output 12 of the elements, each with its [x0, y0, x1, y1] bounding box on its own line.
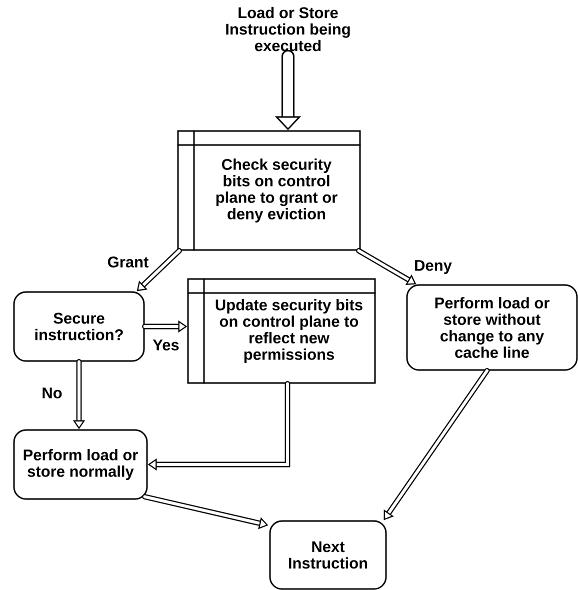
edge-label: Deny: [413, 259, 453, 275]
process-box: Check security bits on control plane to grant or deny eviction: [177, 130, 361, 251]
start-text: Load or Store Instruction being executed: [226, 6, 350, 52]
edge-label: Yes: [152, 338, 180, 352]
process-box: Update security bits on control plane to reflect new permissions: [187, 278, 376, 384]
process-box: Perform load or store without change to any cache line: [406, 284, 578, 371]
edge-label: No: [40, 386, 64, 400]
process-box: Next Instruction: [269, 520, 387, 590]
process-box: Secure instruction?: [13, 291, 145, 362]
edge-label: Grant: [106, 256, 150, 268]
arrow: [136, 248, 182, 292]
process-box: Perform load or store normally: [13, 429, 148, 500]
